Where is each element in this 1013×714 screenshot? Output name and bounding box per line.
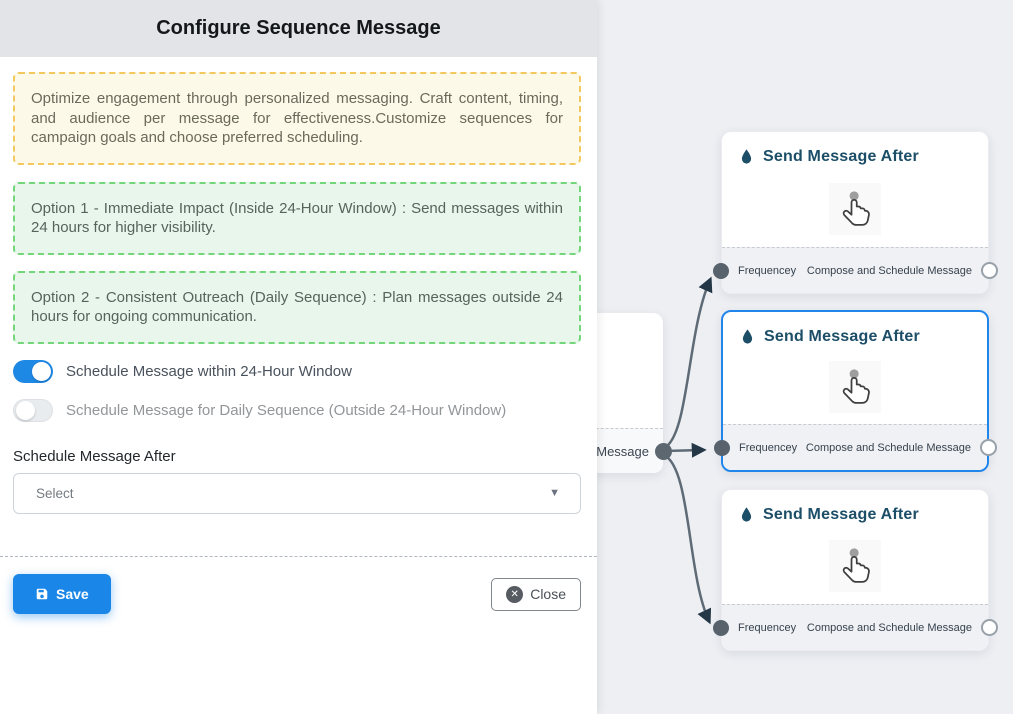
- droplet-icon: [742, 329, 753, 344]
- node-title: Send Message After: [764, 327, 920, 345]
- option1-box: Option 1 - Immediate Impact (Inside 24-H…: [13, 181, 581, 255]
- source-output-handle[interactable]: [655, 443, 672, 460]
- node-output-handle[interactable]: [981, 261, 998, 279]
- toggle-daily-sequence[interactable]: [13, 398, 53, 422]
- node-output-handle[interactable]: [980, 438, 997, 456]
- chevron-down-icon: ▼: [549, 487, 560, 499]
- send-message-after-node[interactable]: Send Message After Frequencey Compose an…: [714, 310, 997, 472]
- toggle-24hr-window[interactable]: [13, 359, 53, 383]
- close-button[interactable]: ✕ Close: [491, 577, 581, 611]
- droplet-icon: [741, 507, 752, 522]
- node-footer-frequency-label: Frequencey: [739, 441, 798, 454]
- node-header: Send Message After: [723, 312, 987, 350]
- node-footer-frequency-label: Frequencey: [738, 621, 797, 634]
- toggle-row-24hr: Schedule Message within 24-Hour Window: [13, 359, 581, 383]
- click-hand-icon[interactable]: [829, 182, 881, 235]
- node-header: Send Message After: [722, 490, 988, 528]
- edge-to-top-node: [663, 276, 713, 450]
- toggle-row-daily: Schedule Message for Daily Sequence (Out…: [13, 398, 581, 422]
- configure-sequence-dialog: Configure Sequence Message Optimize enga…: [0, 0, 597, 614]
- droplet-icon: [741, 149, 752, 164]
- click-hand-icon[interactable]: [829, 361, 881, 413]
- toggle-knob: [16, 400, 35, 420]
- node-footer-compose-label: Compose and Schedule Message: [805, 441, 971, 454]
- flow-canvas[interactable]: ce Message Send Message After F: [487, 0, 1013, 714]
- save-icon: [36, 588, 48, 599]
- toggle-24hr-label: Schedule Message within 24-Hour Window: [66, 362, 352, 380]
- node-body: [723, 350, 987, 424]
- save-button[interactable]: Save: [13, 573, 111, 614]
- close-button-label: Close: [530, 586, 566, 602]
- node-input-handle[interactable]: [713, 262, 729, 279]
- node-footer: Frequencey Compose and Schedule Message: [713, 247, 998, 293]
- node-footer-compose-label: Compose and Schedule Message: [806, 264, 972, 277]
- node-output-handle[interactable]: [981, 618, 998, 636]
- node-title: Send Message After: [763, 147, 919, 165]
- node-header: Send Message After: [722, 132, 988, 170]
- node-input-handle[interactable]: [714, 439, 730, 456]
- click-hand-icon[interactable]: [829, 540, 881, 592]
- send-message-after-node[interactable]: Send Message After Frequencey Compose an…: [713, 131, 998, 294]
- node-title: Send Message After: [763, 505, 919, 523]
- option2-box: Option 2 - Consistent Outreach (Daily Se…: [13, 270, 581, 344]
- toggle-daily-label: Schedule Message for Daily Sequence (Out…: [66, 401, 507, 419]
- close-icon: ✕: [506, 585, 524, 603]
- select-value: Select: [36, 485, 74, 501]
- dialog-footer: Save ✕ Close: [13, 573, 581, 614]
- save-button-label: Save: [56, 585, 89, 602]
- schedule-after-select[interactable]: Select ▼: [13, 472, 581, 514]
- footer-divider: [0, 555, 597, 557]
- edge-to-bottom-node: [663, 453, 712, 625]
- dialog-title: Configure Sequence Message: [156, 17, 441, 39]
- schedule-after-label: Schedule Message After: [13, 447, 176, 465]
- info-box: Optimize engagement through personalized…: [13, 72, 581, 165]
- dialog-header: Configure Sequence Message: [0, 0, 597, 57]
- node-body: [722, 528, 988, 604]
- node-input-handle[interactable]: [713, 619, 729, 636]
- dialog-content: Optimize engagement through personalized…: [0, 57, 597, 614]
- node-footer: Frequencey Compose and Schedule Message: [713, 604, 998, 650]
- node-body: [722, 170, 988, 247]
- send-message-after-node[interactable]: Send Message After Frequencey Compose an…: [713, 489, 998, 651]
- node-footer-compose-label: Compose and Schedule Message: [806, 621, 972, 634]
- node-footer: Frequencey Compose and Schedule Message: [714, 424, 997, 470]
- toggle-knob: [32, 361, 51, 381]
- node-footer-frequency-label: Frequencey: [738, 264, 797, 277]
